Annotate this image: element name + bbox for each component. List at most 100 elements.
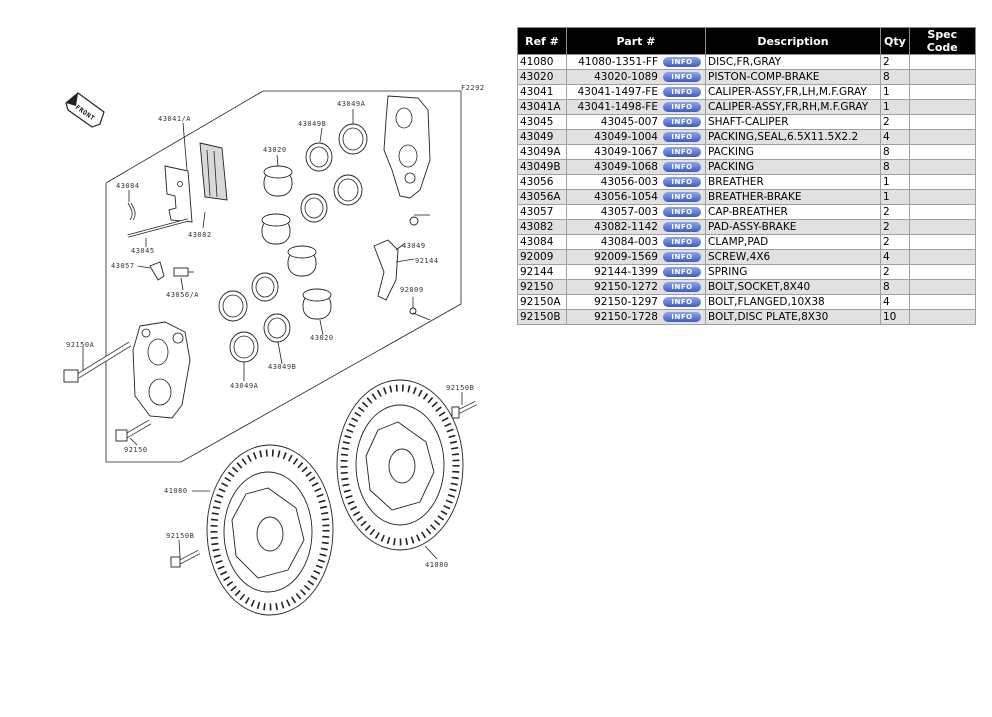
header-description: Description	[705, 27, 881, 55]
description-cell: DISC,FR,GRAY	[705, 54, 881, 70]
ref-cell: 43020	[517, 69, 567, 85]
part-number: 43056-1054	[594, 191, 658, 203]
info-button[interactable]: INFO	[663, 132, 701, 142]
parts-diagram: F2292 FRONT	[63, 84, 485, 616]
info-button[interactable]: INFO	[663, 312, 701, 322]
ref-cell: 41080	[517, 54, 567, 70]
callout-92150B-right: 92150B	[446, 384, 474, 392]
callouts: 43041/A 43049B 43049A 43020 43084 43082 …	[66, 100, 474, 569]
callout-43049B-top: 43049B	[298, 120, 326, 128]
description-cell: BOLT,SOCKET,8X40	[705, 279, 881, 295]
part-number: 43045-007	[600, 116, 658, 128]
part-number: 43041-1498-FE	[577, 101, 658, 113]
part-number: 43020-1089	[594, 71, 658, 83]
parts-table-body: 41080 41080-1351-FF INFO DISC,FR,GRAY 2 43020…	[517, 54, 976, 325]
callout-92150B-left: 92150B	[166, 532, 194, 540]
header-part: Part #	[566, 27, 706, 55]
ref-cell: 43049	[517, 129, 567, 145]
info-button[interactable]: INFO	[663, 282, 701, 292]
description-cell: PAD-ASSY-BRAKE	[705, 219, 881, 235]
description-cell: CLAMP,PAD	[705, 234, 881, 250]
info-button[interactable]: INFO	[663, 207, 701, 217]
spec-code-cell	[908, 84, 976, 100]
header-qty: Qty	[880, 27, 910, 55]
spec-code-cell	[908, 264, 976, 280]
callout-92144: 92144	[415, 257, 439, 265]
ref-cell: 43049B	[517, 159, 567, 175]
info-button[interactable]: INFO	[663, 72, 701, 82]
info-button[interactable]: INFO	[663, 252, 701, 262]
header-spec-code: Spec Code	[908, 27, 976, 55]
info-button[interactable]: INFO	[663, 237, 701, 247]
ref-cell: 92150B	[517, 309, 567, 325]
spring-bracket	[373, 216, 419, 315]
description-cell: CALIPER-ASSY,FR,LH,M.F.GRAY	[705, 84, 881, 100]
qty-cell: 1	[880, 84, 910, 100]
brake-disc-right	[336, 379, 464, 551]
info-button[interactable]: INFO	[663, 177, 701, 187]
info-button[interactable]: INFO	[663, 87, 701, 97]
info-button[interactable]: INFO	[663, 222, 701, 232]
spec-code-cell	[908, 249, 976, 265]
spec-code-cell	[908, 114, 976, 130]
ref-cell: 92150	[517, 279, 567, 295]
info-button[interactable]: INFO	[663, 57, 701, 67]
spec-code-cell	[908, 279, 976, 295]
callout-41080-right: 41080	[425, 561, 449, 569]
callout-92150A: 92150A	[66, 341, 95, 349]
part-number: 43057-003	[600, 206, 658, 218]
ref-cell: 43041	[517, 84, 567, 100]
callout-43049-right: 43049	[402, 242, 426, 250]
part-number: 43082-1142	[594, 221, 658, 233]
spec-code-cell	[908, 234, 976, 250]
brake-pads	[164, 142, 228, 223]
info-button[interactable]: INFO	[663, 117, 701, 127]
spec-code-cell	[908, 129, 976, 145]
spec-code-cell	[908, 69, 976, 85]
ref-cell: 43056	[517, 174, 567, 190]
ref-cell: 43057	[517, 204, 567, 220]
part-cell: 43082-1142 INFO	[566, 219, 706, 235]
description-cell: PACKING	[705, 159, 881, 175]
qty-cell: 2	[880, 264, 910, 280]
callout-43082: 43082	[188, 231, 212, 239]
diagram-code: F2292	[461, 84, 485, 92]
qty-cell: 8	[880, 69, 910, 85]
description-cell: PISTON-COMP-BRAKE	[705, 69, 881, 85]
ref-cell: 92144	[517, 264, 567, 280]
callout-43045: 43045	[131, 247, 155, 255]
description-cell: SHAFT-CALIPER	[705, 114, 881, 130]
description-cell: PACKING	[705, 144, 881, 160]
info-button[interactable]: INFO	[663, 102, 701, 112]
ref-cell: 43056A	[517, 189, 567, 205]
info-button[interactable]: INFO	[663, 147, 701, 157]
info-button[interactable]: INFO	[663, 297, 701, 307]
ref-cell: 43041A	[517, 99, 567, 115]
spec-code-cell	[908, 294, 976, 310]
part-number: 41080-1351-FF	[578, 56, 658, 68]
spec-code-cell	[908, 219, 976, 235]
table-header-row: Ref # Part # Description Qty Spec Code	[517, 27, 976, 55]
info-button[interactable]: INFO	[663, 192, 701, 202]
part-cell: 43049-1067 INFO	[566, 144, 706, 160]
info-button[interactable]: INFO	[663, 267, 701, 277]
part-number: 43049-1067	[594, 146, 658, 158]
info-button[interactable]: INFO	[663, 162, 701, 172]
spec-code-cell	[908, 174, 976, 190]
